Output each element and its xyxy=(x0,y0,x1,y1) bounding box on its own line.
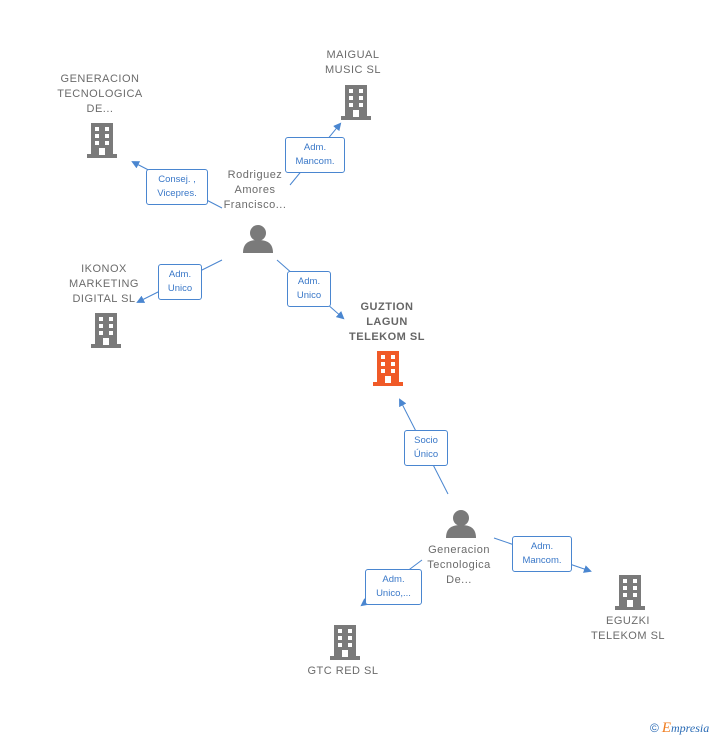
building-icon[interactable] xyxy=(91,313,121,348)
building-icon[interactable] xyxy=(87,123,117,158)
building-icon[interactable] xyxy=(615,575,645,610)
edge-label-generacion-eguzki[interactable]: Adm. Mancom. xyxy=(512,536,572,572)
edge-label-line: Adm. xyxy=(530,541,554,552)
node-label-line: MAIGUAL xyxy=(326,49,380,61)
edge-label-line: Unico,... xyxy=(376,588,411,599)
person-icon[interactable] xyxy=(243,224,273,253)
edge-label-rodriguez-generacion[interactable]: Consej. , Vicepres. xyxy=(146,169,208,205)
node-label-line: LAGUN xyxy=(366,316,408,328)
node-label-generacion-tec: GENERACION TECNOLOGICA DE... xyxy=(40,72,160,117)
node-label-line: TECNOLOGICA xyxy=(57,88,143,100)
node-label-line: GENERACION xyxy=(60,73,140,85)
copyright-icon: © xyxy=(650,721,659,735)
edge-label-rodriguez-guztion[interactable]: Adm. Unico xyxy=(287,271,331,307)
node-label-guztion: GUZTION LAGUN TELEKOM SL xyxy=(332,300,442,345)
node-label-line: IKONOX xyxy=(81,263,127,275)
edge-label-line: Mancom. xyxy=(295,156,335,167)
node-label-line: GUZTION xyxy=(360,301,414,313)
edge-label-line: Adm. xyxy=(382,574,405,585)
node-label-line: MUSIC SL xyxy=(325,64,381,76)
node-label-line: De... xyxy=(446,574,472,586)
node-label-gtc-red: GTC RED SL xyxy=(293,664,393,679)
node-label-line: GTC RED SL xyxy=(307,665,379,677)
brand-rest: mpresia xyxy=(671,721,710,735)
edge-label-line: Unico xyxy=(296,290,322,301)
edge-label-line: Mancom. xyxy=(522,555,562,566)
node-label-line: MARKETING xyxy=(69,278,139,290)
node-label-ikonox: IKONOX MARKETING DIGITAL SL xyxy=(54,262,154,307)
node-label-line: Francisco... xyxy=(223,199,287,211)
building-icon[interactable] xyxy=(330,625,360,660)
edge-label-generacion-gtc[interactable]: Adm. Unico,... xyxy=(365,569,422,605)
edge-label-line: Adm. xyxy=(168,269,192,280)
node-label-line: DIGITAL SL xyxy=(72,293,136,305)
node-label-generacion-person: Generacion Tecnologica De... xyxy=(409,543,509,588)
node-label-line: TELEKOM SL xyxy=(349,331,425,343)
node-label-eguzki: EGUZKI TELEKOM SL xyxy=(578,614,678,644)
building-icon[interactable] xyxy=(341,85,371,120)
brand-e: E xyxy=(661,720,672,736)
building-highlight-icon[interactable] xyxy=(373,351,403,386)
node-label-maigual: MAIGUAL MUSIC SL xyxy=(303,48,403,78)
edge-label-line: Unico xyxy=(167,283,193,294)
edge-label-line: Único xyxy=(413,449,439,460)
edge-label-line: Adm. xyxy=(303,142,327,153)
empresia-logo[interactable]: © Empresia xyxy=(650,720,709,737)
edge-label-generacion-guztion[interactable]: Socio Único xyxy=(404,430,448,466)
person-icon[interactable] xyxy=(446,509,476,538)
node-label-line: DE... xyxy=(86,103,114,115)
edge-label-line: Vicepres. xyxy=(157,188,197,199)
node-label-line: Generacion xyxy=(428,544,490,556)
edge-label-rodriguez-ikonox[interactable]: Adm. Unico xyxy=(158,264,202,300)
node-label-line: TELEKOM SL xyxy=(590,630,666,642)
node-label-rodriguez: Rodriguez Amores Francisco... xyxy=(205,168,305,213)
node-label-line: Amores xyxy=(234,184,276,196)
node-label-line: Rodriguez xyxy=(227,169,283,181)
node-label-line: Tecnologica xyxy=(427,559,491,571)
edge-label-line: Adm. xyxy=(297,276,321,287)
edge-label-line: Consej. , xyxy=(158,174,196,185)
node-label-line: EGUZKI xyxy=(606,615,650,627)
edge-label-rodriguez-maigual[interactable]: Adm. Mancom. xyxy=(285,137,345,173)
edge-label-line: Socio xyxy=(414,435,438,446)
